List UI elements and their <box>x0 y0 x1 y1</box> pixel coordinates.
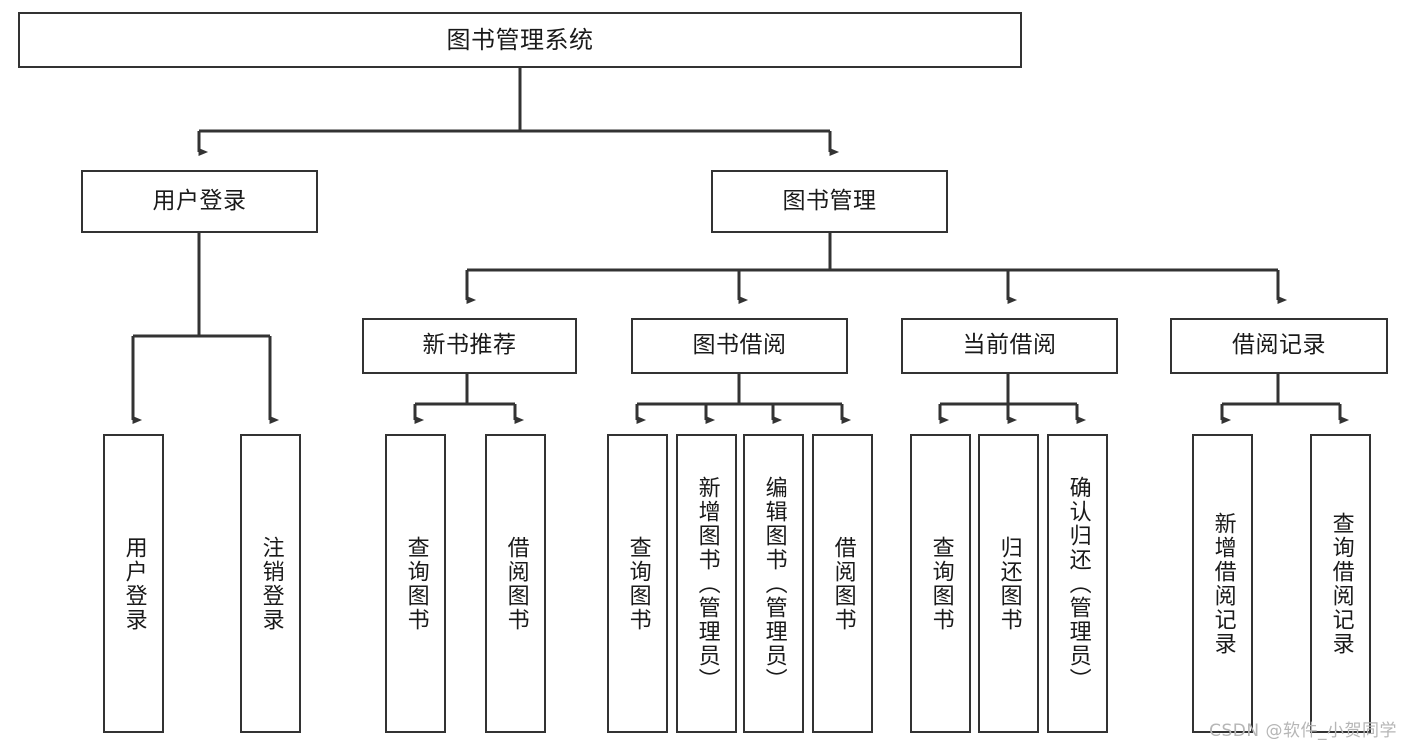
node-label: 借阅图书 <box>830 535 856 632</box>
leaf-user-login[interactable]: 用户登录 <box>103 434 164 733</box>
node-book-management[interactable]: 图书管理 <box>711 170 948 233</box>
node-label: 查询图书 <box>403 535 429 632</box>
node-label: 查询图书 <box>625 535 651 632</box>
leaf-logout[interactable]: 注销登录 <box>240 434 301 733</box>
node-label: 图书管理系统 <box>446 25 594 54</box>
node-new-book-recommend[interactable]: 新书推荐 <box>362 318 577 374</box>
node-label: 当前借阅 <box>962 332 1057 359</box>
node-root-system[interactable]: 图书管理系统 <box>18 12 1022 68</box>
node-label: 编辑图书（管理员） <box>761 475 787 692</box>
leaf-newbook-query-book[interactable]: 查询图书 <box>385 434 446 733</box>
leaf-current-query-book[interactable]: 查询图书 <box>910 434 971 733</box>
node-label: 查询借阅记录 <box>1328 511 1354 656</box>
leaf-borrow-query-book[interactable]: 查询图书 <box>607 434 668 733</box>
leaf-borrow-edit-book[interactable]: 编辑图书（管理员） <box>743 434 804 733</box>
node-user-login[interactable]: 用户登录 <box>81 170 318 233</box>
node-label: 用户登录 <box>152 187 247 214</box>
node-label: 用户登录 <box>121 535 147 632</box>
node-borrow-record[interactable]: 借阅记录 <box>1170 318 1388 374</box>
node-label: 注销登录 <box>258 535 284 632</box>
node-label: 图书借阅 <box>692 332 787 359</box>
node-label: 确认归还（管理员） <box>1065 475 1091 692</box>
leaf-record-add[interactable]: 新增借阅记录 <box>1192 434 1253 733</box>
node-label: 归还图书 <box>996 535 1022 632</box>
node-label: 查询图书 <box>928 535 954 632</box>
node-book-borrow[interactable]: 图书借阅 <box>631 318 848 374</box>
leaf-record-query[interactable]: 查询借阅记录 <box>1310 434 1371 733</box>
node-label: 新书推荐 <box>422 332 517 359</box>
node-label: 新增图书（管理员） <box>694 475 720 692</box>
leaf-current-confirm-return[interactable]: 确认归还（管理员） <box>1047 434 1108 733</box>
node-label: 新增借阅记录 <box>1210 511 1236 656</box>
leaf-newbook-borrow-book[interactable]: 借阅图书 <box>485 434 546 733</box>
node-label: 借阅记录 <box>1232 332 1326 359</box>
node-label: 图书管理 <box>782 187 877 214</box>
leaf-borrow-add-book[interactable]: 新增图书（管理员） <box>676 434 737 733</box>
leaf-borrow-borrow-book[interactable]: 借阅图书 <box>812 434 873 733</box>
node-label: 借阅图书 <box>503 535 529 632</box>
leaf-current-return-book[interactable]: 归还图书 <box>978 434 1039 733</box>
node-current-borrow[interactable]: 当前借阅 <box>901 318 1118 374</box>
